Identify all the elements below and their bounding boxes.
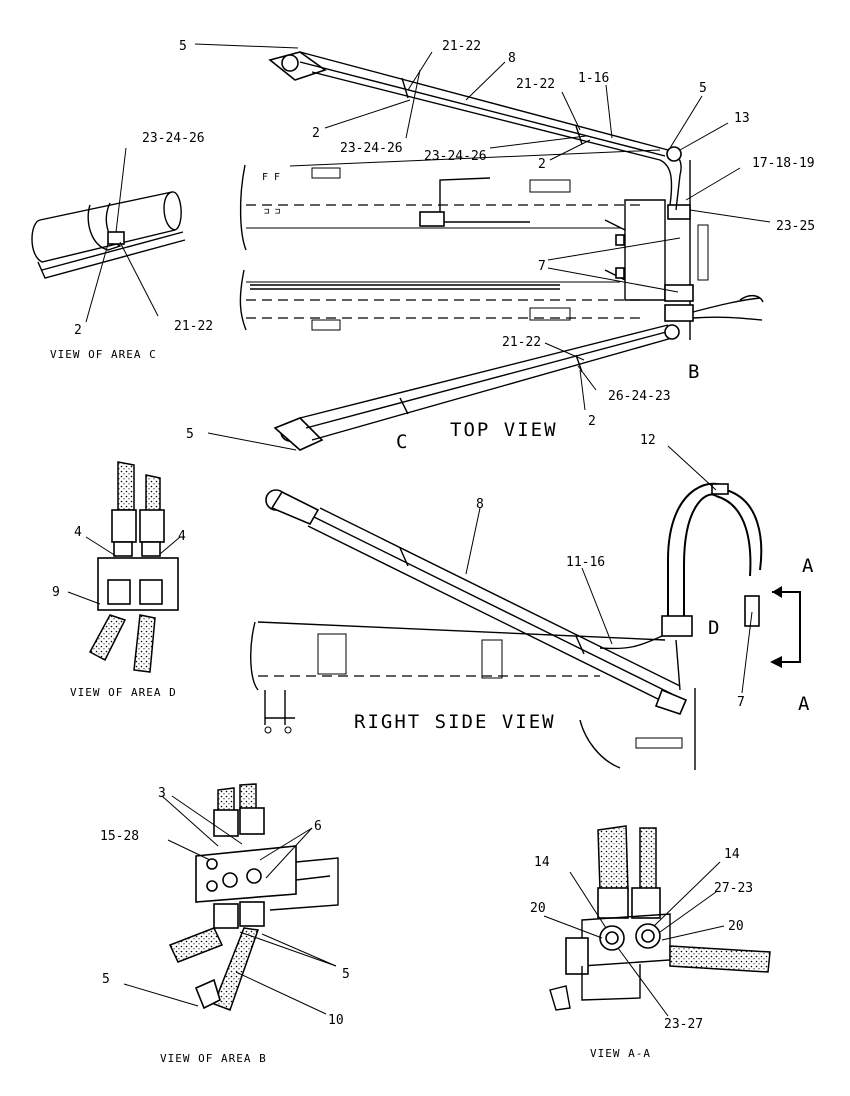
callout-8-top: 8: [508, 51, 516, 66]
callout-13: 13: [734, 111, 750, 126]
area-b-callout-10: 10: [328, 1013, 344, 1028]
area-letter-c: C: [396, 431, 407, 453]
view-area-b-title: VIEW OF AREA B: [160, 1052, 267, 1065]
a-a-callout-14-right: 14: [724, 847, 740, 862]
area-letter-d: D: [708, 617, 719, 639]
area-c-callout-23-24-26: 23-24-26: [142, 131, 205, 146]
area-d-callout-9: 9: [52, 585, 60, 600]
section-letter-a-bottom: A: [798, 693, 810, 715]
callout-21-22-a: 21-22: [442, 39, 481, 54]
area-c-callout-21-22: 21-22: [174, 319, 213, 334]
section-letter-a-top: A: [802, 555, 814, 577]
area-b-callout-3: 3: [158, 786, 166, 801]
callout-21-22-b: 21-22: [516, 77, 555, 92]
right-side-view-title: RIGHT SIDE VIEW: [354, 711, 556, 733]
right-side-view: A A 8 12 11-16 7 D RIGHT SIDE VIEW: [250, 433, 814, 770]
side-callout-12: 12: [640, 433, 656, 448]
view-area-d-title: VIEW OF AREA D: [70, 686, 177, 699]
callout-2-b: 2: [538, 157, 546, 172]
view-a-a: 14 14 27-23 20 20 23-27 VIEW A-A: [530, 825, 771, 1060]
side-callout-8: 8: [476, 497, 484, 512]
upper-lift-cylinder: [268, 51, 682, 211]
callout-5-upper: 5: [179, 39, 187, 54]
callout-7-top: 7: [538, 259, 546, 274]
callout-1-16: 1-16: [578, 71, 609, 86]
top-view: F F ⊐ ⊐: [179, 39, 815, 453]
top-view-title: TOP VIEW: [450, 419, 558, 441]
callout-5-right: 5: [699, 81, 707, 96]
area-b-callout-6: 6: [314, 819, 322, 834]
svg-text:⊐ ⊐: ⊐ ⊐: [264, 207, 280, 217]
area-b-callout-5-left: 5: [102, 972, 110, 987]
view-a-a-title: VIEW A-A: [590, 1047, 651, 1060]
a-a-callout-14-left: 14: [534, 855, 550, 870]
area-d-callout-4-left: 4: [74, 525, 82, 540]
side-callout-11-16: 11-16: [566, 555, 605, 570]
callout-2-a: 2: [312, 126, 320, 141]
a-a-callout-20-left: 20: [530, 901, 546, 916]
area-letter-b: B: [688, 361, 699, 383]
a-a-callout-23-27: 23-27: [664, 1017, 703, 1032]
callout-23-24-26-a: 23-24-26: [340, 141, 403, 156]
view-area-c-title: VIEW OF AREA C: [50, 348, 157, 361]
callout-2-c: 2: [588, 414, 596, 429]
a-a-callout-27-23: 27-23: [714, 881, 753, 896]
callout-23-24-26-b: 23-24-26: [424, 149, 487, 164]
lower-lift-cylinder: [273, 324, 680, 451]
side-callout-7: 7: [737, 695, 745, 710]
svg-text:F F: F F: [262, 172, 280, 183]
area-c-callout-2: 2: [74, 323, 82, 338]
view-area-c: 23-24-26 2 21-22 VIEW OF AREA C: [31, 131, 213, 361]
frame-outline-top: F F ⊐ ⊐: [239, 149, 764, 340]
area-d-callout-4-right: 4: [178, 529, 186, 544]
view-area-b: 3 6 15-28 5 5 10 VIEW OF AREA B: [100, 783, 350, 1065]
callout-23-25: 23-25: [776, 219, 815, 234]
callout-21-22-c: 21-22: [502, 335, 541, 350]
area-b-callout-5-right: 5: [342, 967, 350, 982]
top-view-leaders: [194, 43, 771, 451]
view-area-d: 4 4 9 VIEW OF AREA D: [52, 461, 186, 699]
callout-26-24-23: 26-24-23: [608, 389, 671, 404]
callout-5-lower: 5: [186, 427, 194, 442]
area-b-callout-15-28: 15-28: [100, 829, 139, 844]
a-a-callout-20-right: 20: [728, 919, 744, 934]
callout-17-18-19: 17-18-19: [752, 156, 815, 171]
